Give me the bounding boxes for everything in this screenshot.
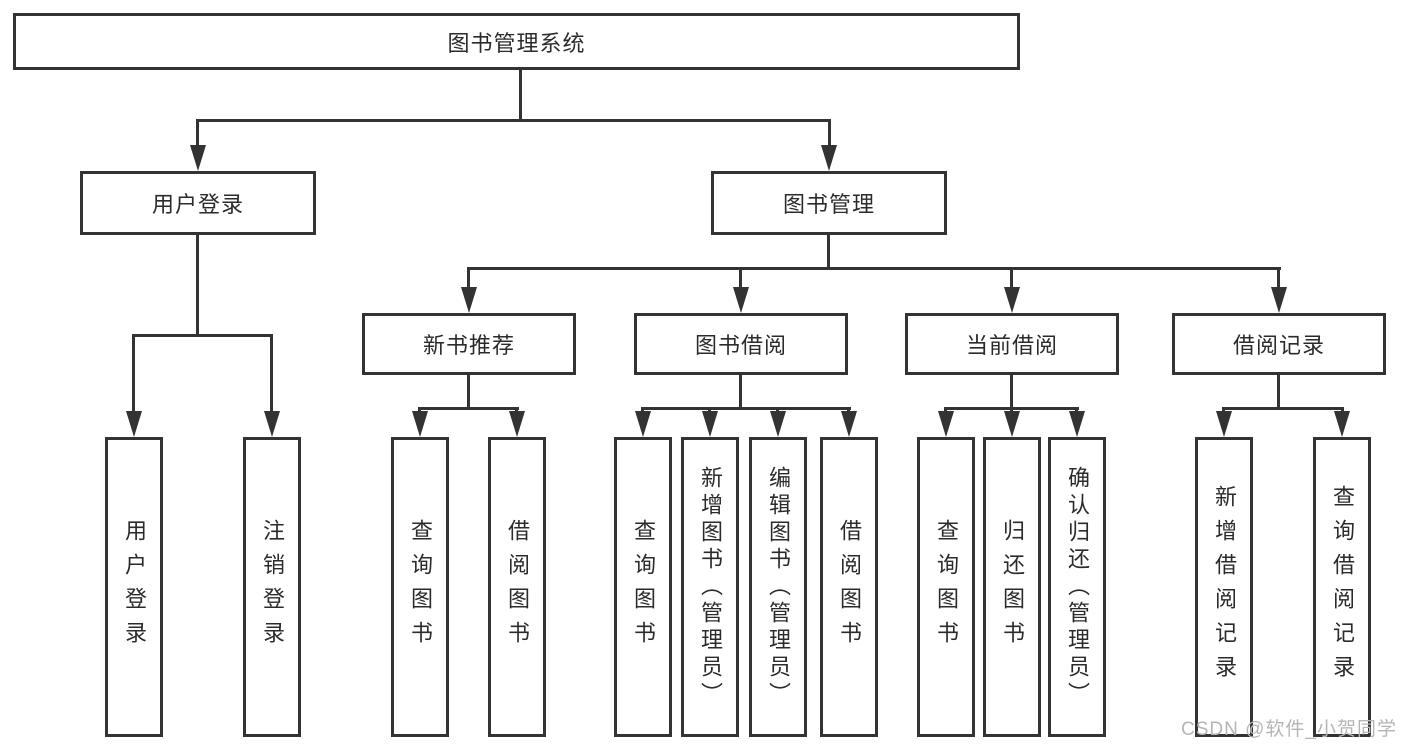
leaf-borrow-book-borrow-label: 借阅图书	[837, 519, 862, 655]
leaf-query-borrow-record: 查询借阅记录	[1313, 437, 1371, 737]
leaf-user-login-label: 用户登录	[122, 519, 147, 655]
leaf-user-login: 用户登录	[105, 437, 163, 737]
leaf-logout: 注销登录	[243, 437, 301, 737]
edge-book-borrow-shaft	[739, 267, 742, 291]
arrow-book-mgmt	[821, 145, 837, 171]
node-new-book-rec-label: 新书推荐	[422, 333, 515, 358]
node-root-label: 图书管理系统	[447, 30, 586, 56]
edge-borrow-record-shaft	[1277, 267, 1280, 291]
arrow-user-login	[190, 145, 206, 171]
edge-book-borrow-hbar	[641, 407, 851, 410]
arrow-leaf-query-record	[1334, 411, 1350, 437]
node-root: 图书管理系统	[13, 13, 1020, 70]
leaf-edit-book-admin-label: 编辑图书（管理员）	[766, 465, 791, 709]
node-user-login-label: 用户登录	[151, 192, 244, 217]
arrow-leaf-logout	[264, 411, 280, 437]
leaf-query-book-current: 查询图书	[917, 437, 975, 737]
leaf-logout-label: 注销登录	[260, 519, 285, 655]
csdn-watermark: CSDN @软件_小贺同学	[1181, 719, 1397, 740]
node-new-book-rec: 新书推荐	[362, 313, 576, 375]
arrow-leaf-confirm-return	[1069, 411, 1085, 437]
leaf-query-book-rec: 查询图书	[391, 437, 449, 737]
node-current-borrow-label: 当前借阅	[965, 333, 1058, 358]
leaf-confirm-return-admin: 确认归还（管理员）	[1048, 437, 1106, 737]
leaf-query-book-rec-label: 查询图书	[408, 519, 433, 655]
arrow-borrow-record	[1271, 287, 1287, 313]
edge-root-stem	[519, 70, 522, 120]
edge-user-login-shaft	[196, 119, 199, 150]
edge-user-login-hbar	[132, 334, 273, 337]
leaf-query-book-borrow-label: 查询图书	[631, 519, 656, 655]
arrow-leaf-borrow-book-2	[841, 411, 857, 437]
edge-new-book-rec-hbar	[418, 407, 519, 410]
arrow-leaf-edit-book	[770, 411, 786, 437]
edge-borrow-record-hbar	[1222, 407, 1344, 410]
leaf-return-book: 归还图书	[983, 437, 1041, 737]
leaf-add-borrow-record-label: 新增借阅记录	[1212, 485, 1237, 689]
edge-user-login-stem	[196, 235, 199, 335]
arrow-leaf-return-book	[1004, 411, 1020, 437]
leaf-add-book-admin-label: 新增图书（管理员）	[698, 465, 723, 709]
edge-leaf-logout-shaft	[270, 334, 273, 414]
leaf-query-book-current-label: 查询图书	[934, 519, 959, 655]
edge-book-borrow-stem	[739, 375, 742, 408]
arrow-leaf-login	[126, 411, 142, 437]
leaf-add-borrow-record: 新增借阅记录	[1195, 437, 1253, 737]
leaf-add-book-admin: 新增图书（管理员）	[681, 437, 739, 737]
node-borrow-record: 借阅记录	[1172, 313, 1386, 375]
leaf-return-book-label: 归还图书	[1000, 519, 1025, 655]
leaf-edit-book-admin: 编辑图书（管理员）	[749, 437, 807, 737]
node-book-borrow-label: 图书借阅	[694, 333, 787, 358]
leaf-confirm-return-admin-label: 确认归还（管理员）	[1065, 465, 1090, 709]
arrow-current-borrow	[1004, 287, 1020, 313]
node-book-mgmt: 图书管理	[711, 171, 947, 235]
leaf-borrow-book-rec-label: 借阅图书	[505, 519, 530, 655]
node-book-borrow: 图书借阅	[634, 313, 848, 375]
node-borrow-record-label: 借阅记录	[1232, 333, 1325, 358]
arrow-leaf-query-book-3	[938, 411, 954, 437]
edge-current-borrow-stem	[1010, 375, 1013, 408]
arrow-leaf-query-book-2	[635, 411, 651, 437]
edge-borrow-record-stem	[1277, 375, 1280, 408]
edge-book-mgmt-shaft	[828, 119, 831, 150]
leaf-borrow-book-rec: 借阅图书	[488, 437, 546, 737]
edge-root-hbar	[196, 119, 831, 122]
arrow-book-borrow	[733, 287, 749, 313]
node-current-borrow: 当前借阅	[905, 313, 1119, 375]
node-user-login: 用户登录	[80, 171, 316, 235]
arrow-leaf-query-book-1	[412, 411, 428, 437]
node-book-mgmt-label: 图书管理	[782, 192, 875, 217]
arrow-new-book-rec	[461, 287, 477, 313]
leaf-query-borrow-record-label: 查询借阅记录	[1330, 485, 1355, 689]
arrow-leaf-add-record	[1216, 411, 1232, 437]
edge-current-borrow-shaft	[1010, 267, 1013, 291]
edge-new-book-rec-stem	[467, 375, 470, 408]
leaf-query-book-borrow: 查询图书	[614, 437, 672, 737]
edge-book-mgmt-stem	[827, 235, 830, 268]
edge-new-book-rec-shaft	[467, 267, 470, 291]
arrow-leaf-borrow-book-1	[509, 411, 525, 437]
arrow-leaf-add-book	[702, 411, 718, 437]
edge-book-mgmt-hbar	[467, 267, 1281, 270]
edge-leaf-login-shaft	[132, 334, 135, 414]
leaf-borrow-book-borrow: 借阅图书	[820, 437, 878, 737]
